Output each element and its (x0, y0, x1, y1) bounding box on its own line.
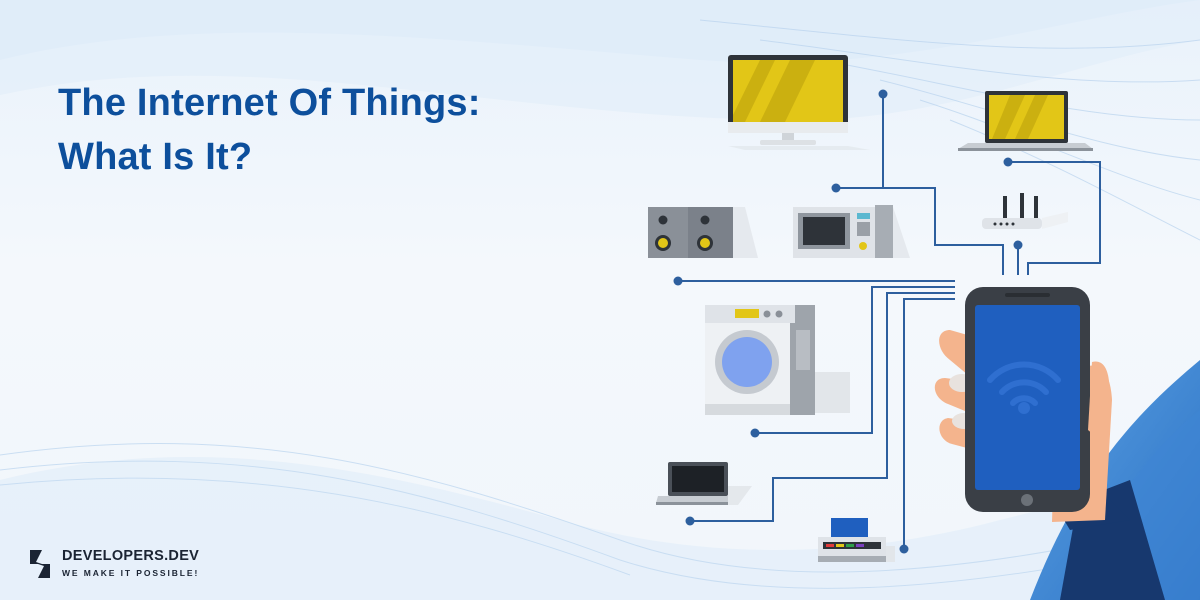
printer-icon (818, 518, 895, 562)
router-icon (982, 193, 1068, 229)
brand-name: DEVELOPERS.DEV (62, 548, 200, 564)
wifi-icon (987, 361, 1061, 406)
monitor-icon (728, 55, 870, 150)
smartphone-icon (965, 287, 1090, 512)
microwave-icon (793, 205, 910, 258)
washing-machine-icon (705, 305, 850, 415)
speakers-icon (648, 207, 758, 258)
brand-tagline: WE MAKE IT POSSIBLE! (62, 568, 200, 578)
small-laptop-icon (656, 462, 752, 505)
page-title: The Internet Of Things: What Is It? (58, 76, 481, 184)
page-title-line-1: The Internet Of Things: (58, 82, 481, 124)
brand-logo[interactable]: DEVELOPERS.DEV WE MAKE IT POSSIBLE! (26, 548, 199, 580)
laptop-icon (958, 91, 1093, 151)
page-title-line-2: What Is It? (58, 136, 253, 178)
circuit-lines (678, 94, 1101, 549)
circuit-nodes (673, 89, 1023, 554)
brand-text: DEVELOPERS.DEV WE MAKE IT POSSIBLE! (62, 548, 199, 580)
brand-logo-icon (30, 550, 50, 578)
